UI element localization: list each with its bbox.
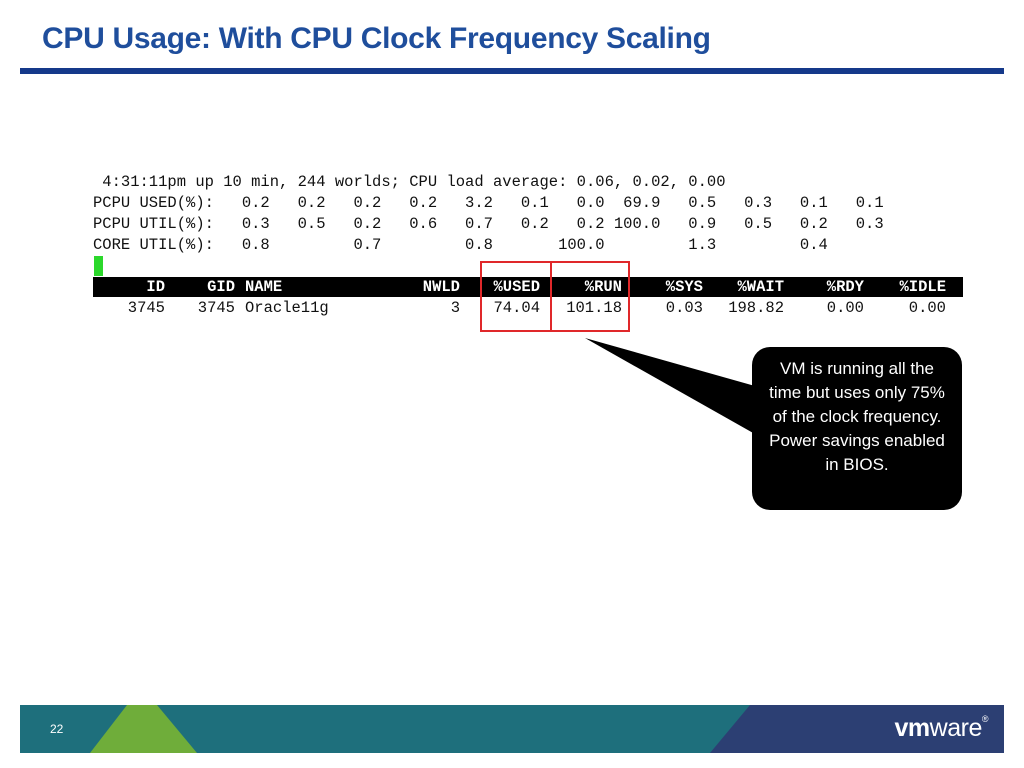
highlight-run-column [550, 261, 630, 332]
cell-rdy: 0.00 [826, 299, 864, 317]
table-row: 3745 3745 Oracle11g 3 74.04 101.18 0.03 … [93, 298, 963, 318]
table-header: ID GID NAME NWLD %USED %RUN %SYS %WAIT %… [93, 277, 963, 297]
callout-text: VM is running all the time but uses only… [769, 359, 945, 474]
column-header-nwld: NWLD [422, 278, 460, 296]
footer-shapes [20, 705, 1004, 753]
column-header-wait: %WAIT [737, 278, 784, 296]
column-header-name: NAME [245, 278, 283, 296]
logo-registered-mark: ® [981, 714, 989, 724]
terminal-line-pcpu-used: PCPU USED(%): 0.2 0.2 0.2 0.2 3.2 0.1 0.… [93, 194, 884, 212]
column-header-run: %RUN [584, 278, 622, 296]
slide-title: CPU Usage: With CPU Clock Frequency Scal… [42, 22, 711, 55]
column-header-rdy: %RDY [826, 278, 864, 296]
terminal-line-pcpu-util: PCPU UTIL(%): 0.3 0.5 0.2 0.6 0.7 0.2 0.… [93, 215, 884, 233]
page-number: 22 [50, 722, 64, 736]
column-header-id: ID [146, 278, 165, 296]
terminal-cursor [94, 256, 103, 276]
logo-vm: vm [894, 714, 931, 742]
cell-idle: 0.00 [908, 299, 946, 317]
footer-band: 22 vmware® [20, 705, 1004, 753]
cell-used: 74.04 [493, 299, 540, 317]
column-header-gid: GID [207, 278, 235, 296]
vmware-logo: vmware® [894, 714, 989, 743]
cell-id: 3745 [127, 299, 165, 317]
cell-nwld: 3 [450, 299, 460, 317]
callout-box: VM is running all the time but uses only… [752, 347, 962, 510]
column-header-used: %USED [493, 278, 540, 296]
cell-gid: 3745 [197, 299, 235, 317]
cell-sys: 0.03 [665, 299, 703, 317]
terminal-line-core-util: CORE UTIL(%): 0.8 0.7 0.8 100.0 1.3 0.4 [93, 236, 828, 254]
cell-run: 101.18 [566, 299, 622, 317]
column-header-sys: %SYS [665, 278, 703, 296]
cell-name: Oracle11g [245, 299, 329, 317]
terminal-line-uptime: 4:31:11pm up 10 min, 244 worlds; CPU loa… [93, 173, 726, 191]
cell-wait: 198.82 [728, 299, 784, 317]
title-divider [20, 68, 1004, 74]
column-header-idle: %IDLE [899, 278, 946, 296]
logo-ware: ware [929, 714, 983, 742]
